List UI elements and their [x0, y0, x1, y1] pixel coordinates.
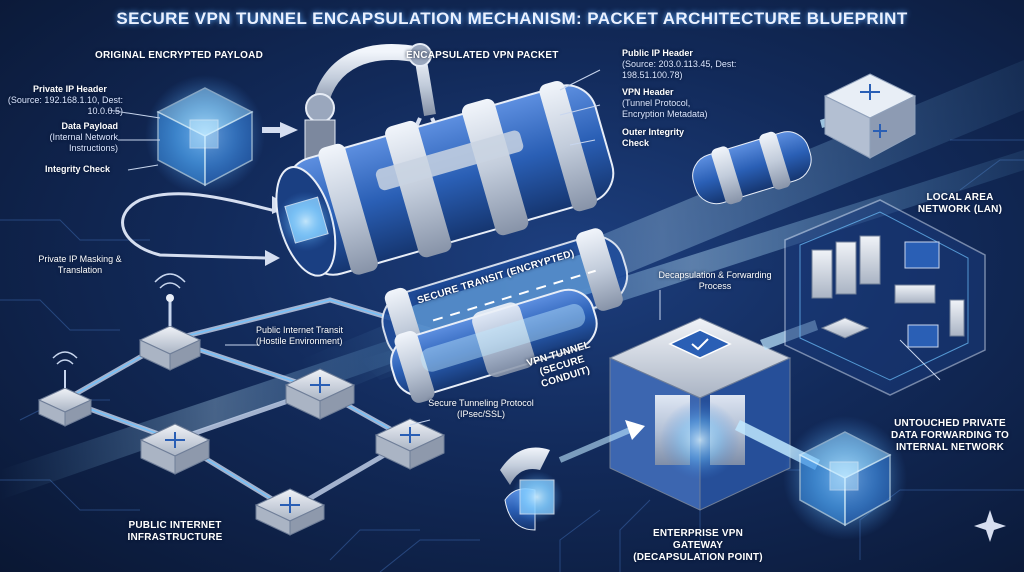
loop-arrow	[121, 192, 281, 260]
label-outer-integrity: Outer Integrity Check	[622, 127, 685, 148]
private-data-cube-icon	[783, 416, 907, 540]
label-vpn-header: VPN Header	[622, 87, 674, 97]
label-public-transit: Public Internet Transit (Hostile Environ…	[256, 325, 344, 346]
label-data-payload: Data Payload	[61, 121, 118, 131]
label-private-ip-masking: Private IP Masking & Translation	[38, 254, 122, 275]
destination-cube-icon	[823, 73, 917, 159]
decapsulation-fragments	[500, 420, 645, 531]
router-icon	[37, 273, 446, 536]
label-encapsulated-packet: ENCAPSULATED VPN PACKET	[406, 50, 559, 61]
label-untouched-private: UNTOUCHED PRIVATE DATA FORWARDING TO INT…	[890, 418, 1010, 453]
label-secure-tunneling: Secure Tunneling Protocol (IPsec/SSL)	[428, 398, 534, 419]
label-lan: LOCAL AREA NETWORK (LAN)	[917, 192, 1003, 215]
shield-icon	[668, 329, 732, 359]
label-public-infra: PUBLIC INTERNET INFRASTRUCTURE	[127, 520, 223, 543]
label-gateway: ENTERPRISE VPN GATEWAY (DECAPSULATION PO…	[633, 528, 763, 563]
server-icon	[811, 235, 965, 348]
upper-transit-tube	[692, 131, 812, 205]
label-integrity-check: Integrity Check	[45, 164, 111, 174]
label-decapsulation: Decapsulation & Forwarding Process	[658, 270, 772, 291]
sparkle-icon	[974, 510, 1006, 542]
label-private-ip-header-detail: (Source: 192.168.1.10, Dest: 10.0.0.5)	[7, 95, 123, 116]
label-data-payload-detail: (Internal Network Instructions)	[49, 132, 118, 153]
leader-lines	[107, 69, 941, 426]
label-public-ip-header: Public IP Header	[622, 48, 693, 58]
arrow-to-capsule	[280, 122, 298, 138]
circuit-traces	[0, 139, 1024, 572]
cube-icon	[145, 75, 265, 195]
label-private-ip-header: Private IP Header	[33, 84, 107, 94]
label-public-ip-header-detail: (Source: 203.0.113.45, Dest: 198.51.100.…	[622, 59, 737, 80]
label-vpn-header-detail: (Tunnel Protocol, Encryption Metadata)	[622, 98, 708, 119]
encapsulated-packet-capsule	[275, 80, 615, 277]
vpn-tunnel-tube	[390, 288, 598, 403]
label-original-payload: ORIGINAL ENCRYPTED PAYLOAD	[95, 50, 263, 61]
page-title: SECURE VPN TUNNEL ENCAPSULATION MECHANIS…	[116, 9, 908, 28]
